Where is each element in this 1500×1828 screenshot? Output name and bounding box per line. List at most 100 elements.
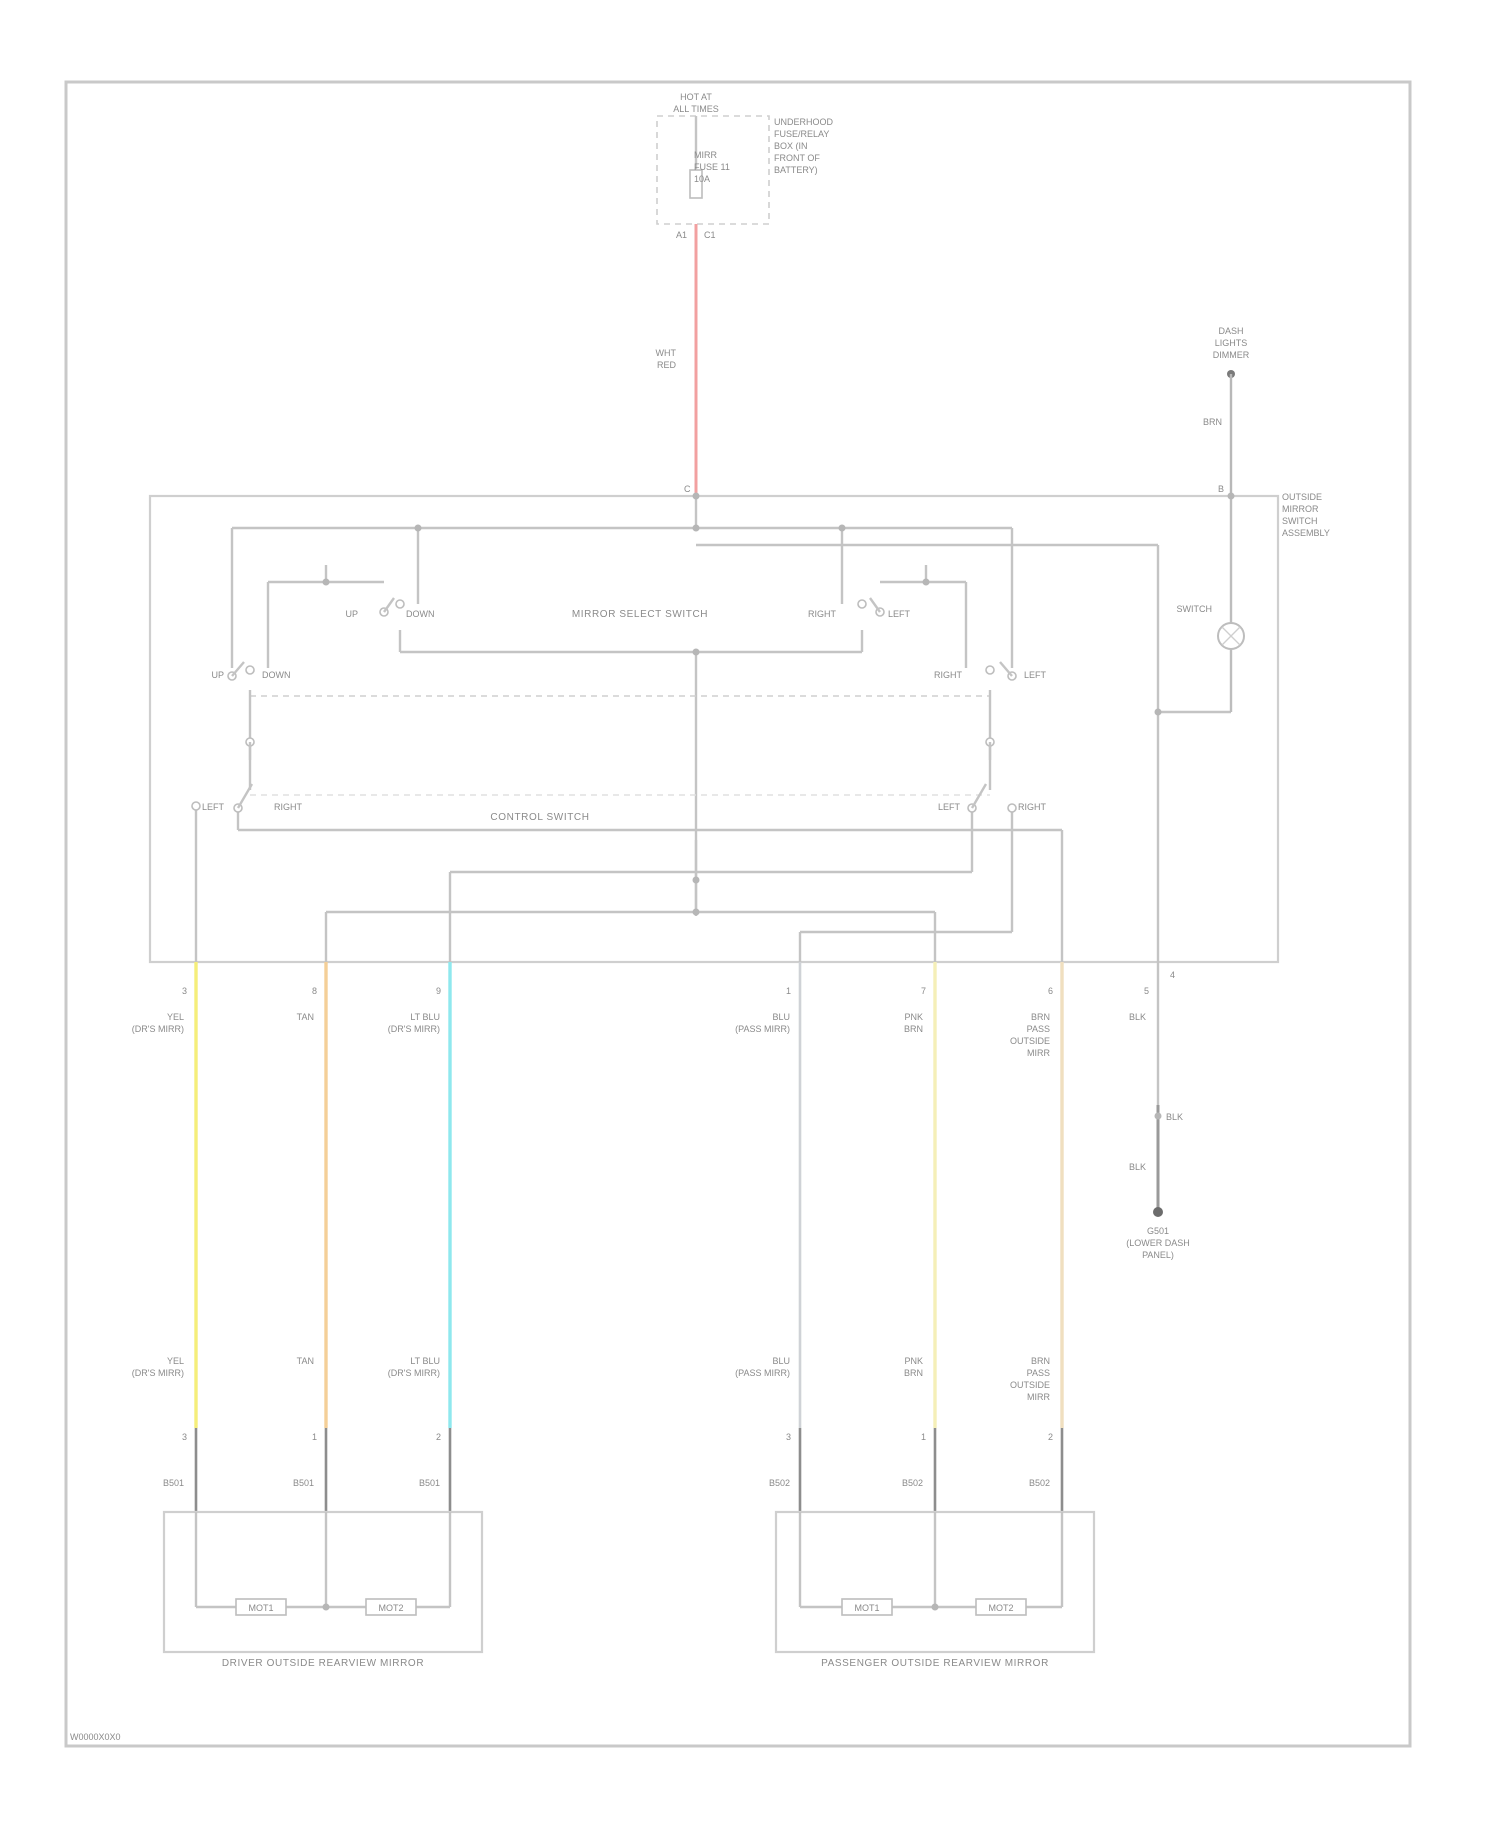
footer-code: W0000X0X0	[70, 1732, 121, 1742]
lower-label-brn-3: OUTSIDE	[1010, 1380, 1050, 1390]
diagram-frame	[66, 82, 1410, 1746]
fuse-block-title-1: HOT AT	[680, 92, 712, 102]
upper-label-pnk-2: BRN	[904, 1024, 923, 1034]
dimmer-wire-label: BRN	[1203, 417, 1222, 427]
lower-wire-labels: YEL (DR'S MIRR) TAN LT BLU (DR'S MIRR) B…	[132, 1356, 1051, 1402]
module-title-2: MIRROR	[1282, 504, 1319, 514]
adjust-down-label: DOWN	[262, 670, 291, 680]
mirror-pin-pass-3: 3	[786, 1432, 791, 1442]
fuse-note-4: FRONT OF	[774, 153, 820, 163]
module-pin-9: 9	[436, 986, 441, 996]
upper-label-tan: TAN	[297, 1012, 314, 1022]
lower-label-pnk-2: BRN	[904, 1368, 923, 1378]
select-up-label: UP	[345, 609, 358, 619]
fuse-note-2: FUSE/RELAY	[774, 129, 829, 139]
mirror-connector-pins: 3 1 2 3 1 2 B501 B501 B501 B502 B502 B50…	[163, 1432, 1053, 1488]
lower-label-blu-1: BLU	[772, 1356, 790, 1366]
switch-lamp-label: SWITCH	[1177, 604, 1213, 614]
module-pin-4: 4	[1170, 970, 1175, 980]
fuse-label-2: FUSE 11	[694, 162, 730, 172]
module-title-1: OUTSIDE	[1282, 492, 1322, 502]
fuse-label-1: MIRR	[694, 150, 717, 160]
fuse-note-1: UNDERHOOD	[774, 117, 834, 127]
mirror-select-switch-title: MIRROR SELECT SWITCH	[572, 609, 708, 620]
ground-split-dot	[1155, 1113, 1162, 1120]
upper-label-brn-1: BRN	[1031, 1012, 1050, 1022]
feed-wire-label-2: RED	[657, 360, 677, 370]
fuse-block: HOT AT ALL TIMES MIRR FUSE 11 10A UNDERH…	[657, 92, 834, 240]
passenger-outside-mirror: MOT1 MOT2 PASSENGER OUTSIDE REARVIEW MIR…	[776, 1512, 1094, 1669]
module-connector-b: B	[1218, 484, 1224, 494]
dimmer-title-3: DIMMER	[1213, 350, 1250, 360]
module-title-3: SWITCH	[1282, 516, 1318, 526]
select-down-label: DOWN	[406, 609, 435, 619]
lower-label-ltblu-2: (DR'S MIRR)	[388, 1368, 440, 1378]
ground-title-1: G501	[1147, 1226, 1169, 1236]
feed-wire-label-1: WHT	[656, 348, 677, 358]
outside-mirror-switch-module	[150, 496, 1278, 962]
module-pin-5: 5	[1144, 986, 1149, 996]
module-pin-6: 6	[1048, 986, 1053, 996]
upper-label-ltblu-1: LT BLU	[410, 1012, 440, 1022]
module-pin-1: 1	[786, 986, 791, 996]
switch-contacts	[192, 598, 1016, 812]
upper-label-yel-2: (DR'S MIRR)	[132, 1024, 184, 1034]
fuse-note-3: BOX (IN	[774, 141, 808, 151]
select-left-label: LEFT	[888, 609, 911, 619]
mirror-pin-dr-2: 2	[436, 1432, 441, 1442]
driver-motor-1-label: MOT1	[248, 1603, 273, 1613]
control-left-label-2: LEFT	[938, 802, 961, 812]
mirror-connector-6: B502	[1029, 1478, 1050, 1488]
fuse-terminal-c1: C1	[704, 230, 716, 240]
ground-title-3: PANEL)	[1142, 1250, 1174, 1260]
mirror-connector-2: B501	[293, 1478, 314, 1488]
upper-label-brn-3: OUTSIDE	[1010, 1036, 1050, 1046]
fuse-label-3: 10A	[694, 174, 710, 184]
driver-motor-2-label: MOT2	[378, 1603, 403, 1613]
dimmer-title-1: DASH	[1218, 326, 1243, 336]
lower-label-yel-1: YEL	[167, 1356, 184, 1366]
upper-label-blk: BLK	[1129, 1012, 1146, 1022]
lower-label-ltblu-1: LT BLU	[410, 1356, 440, 1366]
module-pin-7: 7	[921, 986, 926, 996]
lower-label-brn-2: PASS	[1027, 1368, 1050, 1378]
mirror-pin-dr-1: 1	[312, 1432, 317, 1442]
mirror-connector-5: B502	[902, 1478, 923, 1488]
ground-title-2: (LOWER DASH	[1126, 1238, 1190, 1248]
mirror-pin-dr-3: 3	[182, 1432, 187, 1442]
control-right-label-2: RIGHT	[1018, 802, 1047, 812]
adjust-left-label: LEFT	[1024, 670, 1047, 680]
driver-outside-mirror: MOT1 MOT2 DRIVER OUTSIDE REARVIEW MIRROR	[164, 1512, 482, 1669]
module-pin-numbers: 3 8 9 1 7 6 5 4	[182, 970, 1175, 996]
select-right-label: RIGHT	[808, 609, 837, 619]
control-right-label-1: RIGHT	[274, 802, 303, 812]
ground-wire-label: BLK	[1129, 1162, 1146, 1172]
dimmer-title-2: LIGHTS	[1215, 338, 1248, 348]
module-title-4: ASSEMBLY	[1282, 528, 1330, 538]
junction-dots	[323, 493, 1235, 916]
lower-label-brn-4: MIRR	[1027, 1392, 1050, 1402]
mirror-connector-3: B501	[419, 1478, 440, 1488]
module-pin-8: 8	[312, 986, 317, 996]
adjust-right-label: RIGHT	[934, 670, 963, 680]
lower-label-pnk-1: PNK	[904, 1356, 923, 1366]
mirror-pin-pass-2: 2	[1048, 1432, 1053, 1442]
pass-motor-1-label: MOT1	[854, 1603, 879, 1613]
lower-label-yel-2: (DR'S MIRR)	[132, 1368, 184, 1378]
internal-wiring	[196, 496, 1231, 1105]
upper-label-ltblu-2: (DR'S MIRR)	[388, 1024, 440, 1034]
lower-label-blu-2: (PASS MIRR)	[735, 1368, 790, 1378]
upper-label-blu-1: BLU	[772, 1012, 790, 1022]
upper-label-blu-2: (PASS MIRR)	[735, 1024, 790, 1034]
dash-lights-dimmer: DASH LIGHTS DIMMER BRN	[1203, 326, 1250, 496]
upper-label-brn-4: MIRR	[1027, 1048, 1050, 1058]
upper-label-yel-1: YEL	[167, 1012, 184, 1022]
pass-motor-2-label: MOT2	[988, 1603, 1013, 1613]
control-switch-title: CONTROL SWITCH	[490, 812, 589, 823]
ground-split-label: BLK	[1166, 1112, 1183, 1122]
upper-label-brn-2: PASS	[1027, 1024, 1050, 1034]
mirror-connector-1: B501	[163, 1478, 184, 1488]
module-connector-c: C	[684, 484, 691, 494]
mirror-pin-pass-1: 1	[921, 1432, 926, 1442]
